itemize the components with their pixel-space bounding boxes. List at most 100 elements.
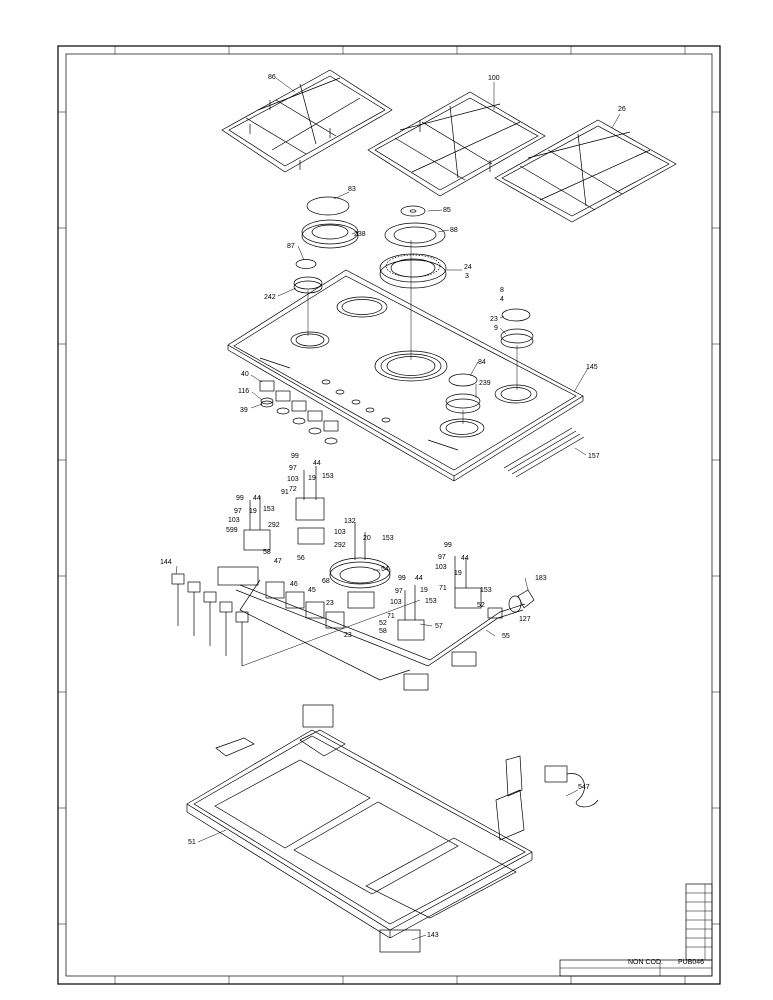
- drawing-code: PUB046: [678, 959, 704, 966]
- callout-39: 39: [240, 407, 248, 414]
- callout-97-a: 97: [289, 465, 297, 472]
- drawing-border: [57, 45, 721, 985]
- callout-599: 599: [226, 527, 238, 534]
- burner-cap-83: [306, 196, 350, 216]
- callout-132: 132: [344, 518, 356, 525]
- callout-153-d: 153: [480, 587, 492, 594]
- pan-support-left: [221, 69, 393, 173]
- callout-83: 83: [348, 186, 356, 193]
- callout-144: 144: [160, 559, 172, 566]
- callout-19-d: 19: [420, 587, 428, 594]
- callout-84: 84: [478, 359, 486, 366]
- callout-103-a: 103: [287, 476, 299, 483]
- callout-153-a: 153: [322, 473, 334, 480]
- burner-ring-88: [384, 222, 446, 248]
- burner-crown-238: [301, 219, 359, 249]
- callout-3: 3: [465, 273, 469, 280]
- callout-127: 127: [519, 616, 531, 623]
- callout-19-c: 19: [454, 570, 462, 577]
- callout-47: 47: [274, 558, 282, 565]
- callout-23-upper: 23: [490, 316, 498, 323]
- callout-91: 91: [281, 489, 289, 496]
- callout-292-b: 292: [334, 542, 346, 549]
- burner-cap-85: [400, 205, 426, 217]
- callout-103-d: 103: [435, 564, 447, 571]
- callout-97-b: 97: [234, 508, 242, 515]
- callout-40: 40: [241, 371, 249, 378]
- callout-547: 547: [578, 784, 590, 791]
- callout-239: 239: [479, 380, 491, 387]
- seal-strips-157: [503, 427, 585, 478]
- callout-45: 45: [308, 587, 316, 594]
- non-cod-label: NON COD.: [628, 959, 663, 966]
- callout-19-b: 19: [249, 508, 257, 515]
- callout-153-c: 153: [382, 535, 394, 542]
- callout-183: 183: [535, 575, 547, 582]
- hob-top-145: [227, 240, 584, 482]
- callout-99-c: 99: [444, 542, 452, 549]
- callout-8: 8: [500, 287, 504, 294]
- callout-4: 4: [500, 296, 504, 303]
- callout-labels: 86 100 26 83 85 238 88 87 24 3 8 4 242 2…: [160, 74, 626, 939]
- callout-44-c: 44: [461, 555, 469, 562]
- callout-87: 87: [287, 243, 295, 250]
- burner-crown-24: [379, 253, 447, 289]
- callout-292-a: 292: [268, 522, 280, 529]
- callout-157: 157: [588, 453, 600, 460]
- callout-99-d: 99: [398, 575, 406, 582]
- callout-9: 9: [494, 325, 498, 332]
- callout-242: 242: [264, 294, 276, 301]
- callout-238: 238: [354, 231, 366, 238]
- callout-103-c: 103: [334, 529, 346, 536]
- callout-88: 88: [450, 227, 458, 234]
- callout-103-b: 103: [228, 517, 240, 524]
- burner-right-8-9: [500, 308, 534, 349]
- burner-front-84-239: [445, 373, 481, 414]
- callout-19-a: 19: [308, 475, 316, 482]
- callout-51: 51: [188, 839, 196, 846]
- callout-145: 145: [586, 364, 598, 371]
- ignition-switches-144: [171, 573, 421, 667]
- callout-97-c: 97: [438, 554, 446, 561]
- callout-23-lower: 23: [344, 632, 352, 639]
- callout-116: 116: [238, 388, 249, 395]
- control-knobs: [259, 380, 339, 445]
- callout-24: 24: [464, 264, 472, 271]
- callout-85: 85: [443, 207, 451, 214]
- callout-23-mid: 23: [326, 600, 334, 607]
- callout-143: 143: [427, 932, 439, 939]
- callout-57: 57: [435, 623, 443, 630]
- callout-56: 56: [297, 555, 305, 562]
- callout-54: 54: [381, 566, 389, 573]
- callout-86: 86: [268, 74, 276, 81]
- callout-44-d: 44: [415, 575, 423, 582]
- callout-153-e: 153: [425, 598, 437, 605]
- callout-71-a: 71: [439, 585, 447, 592]
- callout-26: 26: [618, 106, 626, 113]
- callout-153-b: 153: [263, 506, 275, 513]
- pan-support-right: [494, 119, 677, 223]
- callout-68: 68: [322, 578, 330, 585]
- pan-support-center: [367, 91, 546, 197]
- callout-97-d: 97: [395, 588, 403, 595]
- leader-lines: [175, 77, 621, 941]
- gas-valves-and-rail: [217, 466, 535, 691]
- callout-99-b: 99: [236, 495, 244, 502]
- callout-52-b: 52: [379, 620, 387, 627]
- callout-52-a: 52: [477, 602, 485, 609]
- callout-44-b: 44: [253, 495, 261, 502]
- callout-44-a: 44: [313, 460, 321, 467]
- title-block: NON COD. PUB046: [559, 883, 713, 977]
- callout-100: 100: [488, 75, 500, 82]
- callout-71-b: 71: [387, 613, 395, 620]
- callout-55: 55: [502, 633, 510, 640]
- callout-20: 20: [363, 535, 371, 542]
- callout-72: 72: [289, 486, 297, 493]
- callout-46: 46: [290, 581, 298, 588]
- base-tray-51: [186, 704, 599, 953]
- callout-99-a: 99: [291, 453, 299, 460]
- callout-58-a: 58: [263, 549, 271, 556]
- callout-103-e: 103: [390, 599, 402, 606]
- callout-58-b: 58: [379, 628, 387, 635]
